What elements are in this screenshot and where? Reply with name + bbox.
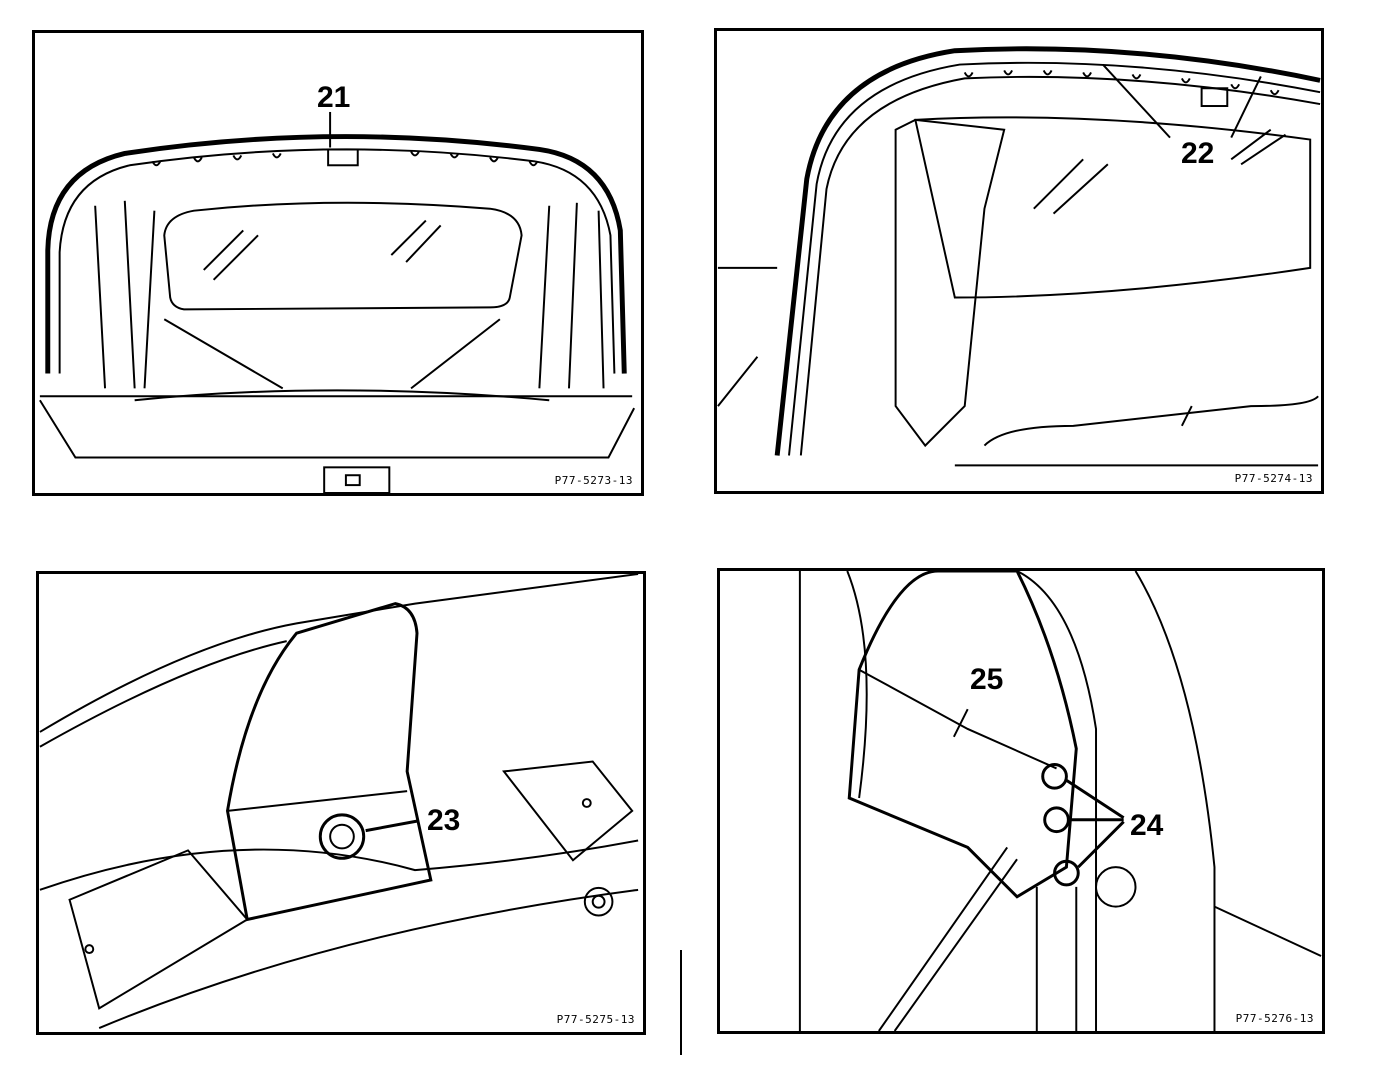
figure-reference: P77-5274-13 (1234, 472, 1313, 485)
leader-lines-24 (1065, 779, 1125, 869)
leader-line-23 (365, 819, 420, 833)
trim-screw-drawing (39, 574, 639, 1029)
callout-22: 22 (1181, 137, 1215, 170)
rear-top-frame-drawing (39, 111, 636, 493)
figure-panel-rear-view: 21 P77-5273-13 (32, 30, 644, 496)
callout-25: 25 (970, 663, 1004, 696)
page-divider (680, 950, 682, 1055)
callout-24: 24 (1130, 809, 1164, 842)
leader-line-25 (952, 708, 969, 738)
bracket-bolts-drawing (798, 571, 1322, 1031)
figure-panel-screw-closeup: 23 P77-5275-13 (36, 571, 646, 1035)
figure-reference: P77-5276-13 (1235, 1012, 1314, 1025)
figure-panel-bracket-bolts: 25 24 P77-5276-13 (717, 568, 1325, 1034)
figure-reference: P77-5275-13 (556, 1013, 635, 1026)
leader-lines-22 (1102, 63, 1262, 139)
figure-panel-side-view: 22 P77-5274-13 (714, 28, 1324, 494)
callout-21: 21 (317, 81, 351, 114)
side-top-frame-drawing (717, 46, 1321, 467)
figure-reference: P77-5273-13 (554, 474, 633, 487)
callout-23: 23 (427, 804, 461, 837)
